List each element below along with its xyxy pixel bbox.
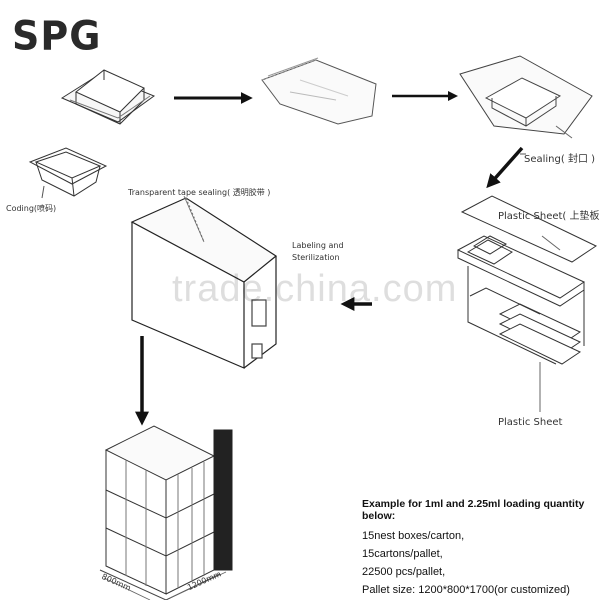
coding-tray-illustration xyxy=(28,147,108,199)
pallet-illustration xyxy=(99,425,233,600)
plastic-sheet-top-label: Plastic Sheet( 上垫板 ) xyxy=(498,211,600,222)
loading-info-line: 15nest boxes/carton, xyxy=(362,530,465,542)
watermark: trade.china.com xyxy=(172,268,458,310)
tape-label-pointer xyxy=(183,195,205,243)
carton-illustration xyxy=(130,197,278,369)
tyvek-bag-illustration xyxy=(261,57,377,125)
plastic-sheet-stack-illustration xyxy=(456,195,598,412)
loading-info-line: 22500 pcs/pallet, xyxy=(362,566,446,578)
nest-tray-illustration xyxy=(60,69,156,125)
company-logo: SPG xyxy=(12,12,102,60)
loading-info-heading: Example for 1ml and 2.25ml loading quant… xyxy=(362,498,585,522)
sealing-label: Sealing( 封口 ) xyxy=(524,154,596,165)
plastic-sheet-bottom-label: Plastic Sheet xyxy=(498,417,563,428)
loading-info-line: Pallet size: 1200*800*1700(or customized… xyxy=(362,584,570,596)
coding-label: Coding(喷码) xyxy=(6,204,57,213)
sterilization-label: Sterilization xyxy=(292,253,340,262)
loading-info-line: 15cartons/pallet, xyxy=(362,548,443,560)
tape-sealing-label: Transparent tape sealing( 透明胶带 ) xyxy=(128,188,271,197)
loading-quantity-info: Example for 1ml and 2.25ml loading quant… xyxy=(362,498,598,602)
sealed-bag-illustration xyxy=(459,55,593,139)
arrow-to-plastic-sheet xyxy=(486,146,524,189)
labeling-label: Labeling and xyxy=(292,241,344,250)
